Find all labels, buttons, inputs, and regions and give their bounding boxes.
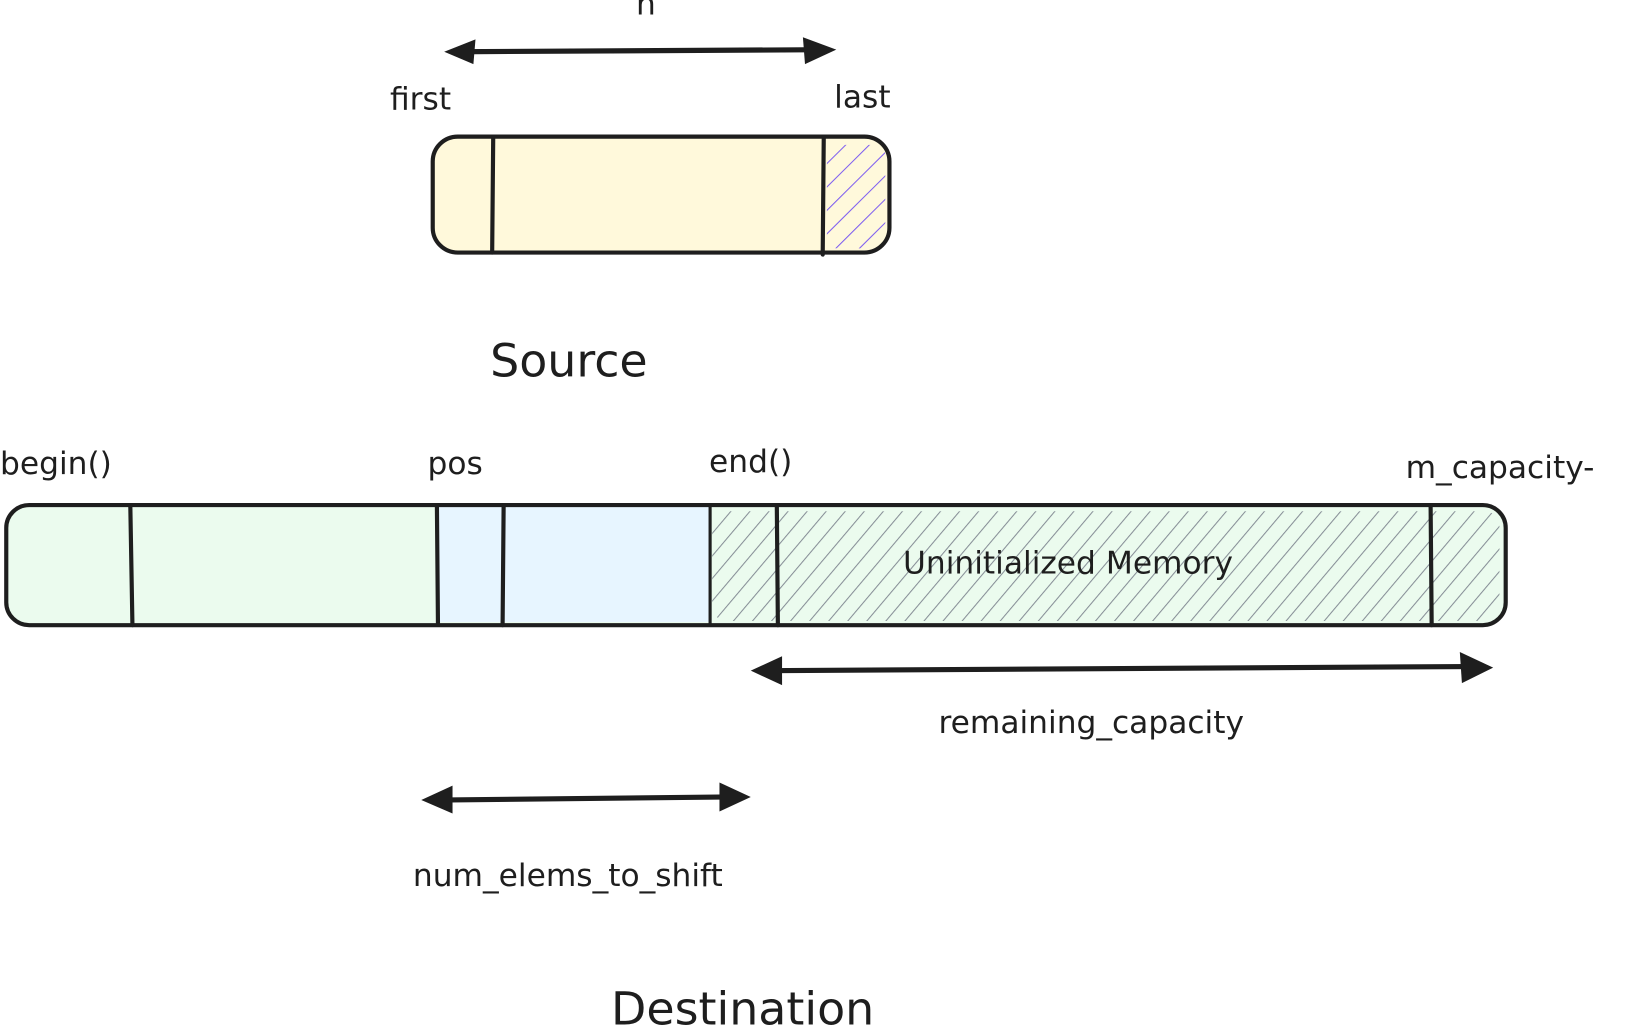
shift-arrow-left-head-icon <box>421 785 453 814</box>
remaining-arrow-right-head-icon <box>1459 652 1494 684</box>
shift-arrow <box>421 782 751 814</box>
remaining-arrow-left-head-icon <box>750 656 783 686</box>
shift-label: num_elems_to_shift <box>413 858 723 894</box>
uninitialized-label: Uninitialized Memory <box>903 545 1233 581</box>
n-arrow-left-head-icon <box>444 39 476 65</box>
source-array <box>430 134 892 257</box>
destination-title: Destination <box>611 983 874 1035</box>
pos-label: pos <box>428 446 483 482</box>
destination-array: Uninitialized Memory <box>4 503 1508 628</box>
begin-label: begin() <box>0 446 112 482</box>
source-past-last-cell <box>826 144 886 249</box>
first-label: first <box>390 82 451 118</box>
remaining-capacity-label: remaining_capacity <box>938 705 1244 741</box>
shift-arrow-right-head-icon <box>719 782 751 812</box>
source-group: n first last Source <box>390 0 892 388</box>
end-label: end() <box>709 444 792 480</box>
uninitialized-region <box>712 511 1500 621</box>
remaining-capacity-arrow <box>750 652 1494 686</box>
destination-group: begin() pos end() m_capacity- Uninitiali… <box>0 444 1594 1035</box>
capacity-label: m_capacity- <box>1406 450 1595 486</box>
source-title: Source <box>490 335 648 388</box>
shift-region <box>436 506 711 623</box>
n-arrow <box>444 37 837 65</box>
n-label: n <box>636 0 656 22</box>
last-label: last <box>834 80 890 116</box>
n-arrow-right-head-icon <box>802 37 837 65</box>
